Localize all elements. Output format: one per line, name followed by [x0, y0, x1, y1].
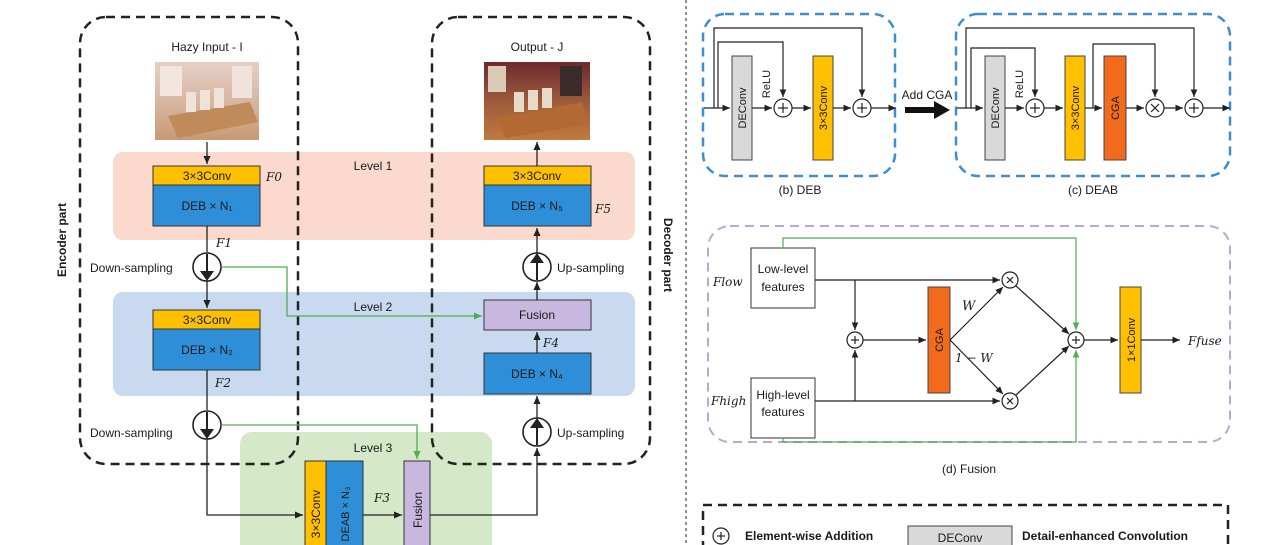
plus-icon	[1067, 331, 1085, 349]
deab-deconv-label: DEConv	[990, 87, 1002, 128]
f1-label: F1	[215, 236, 232, 250]
decoder-outline	[430, 15, 652, 466]
hazy-input-title: Hazy Input - I	[171, 40, 242, 54]
deab-cga-label: CGA	[1110, 95, 1122, 120]
skip-connections	[221, 266, 482, 459]
times-icon	[1145, 98, 1165, 118]
encoder-outline	[78, 15, 300, 466]
down-sampling-icon	[192, 410, 222, 440]
l3-fusion-label: Fusion	[411, 492, 425, 528]
up-sampling-label-1: Up-sampling	[557, 261, 624, 275]
deb-arrows	[704, 27, 896, 112]
times-icon	[1001, 392, 1019, 410]
enc1-conv-label: 3×3Conv	[183, 169, 231, 183]
down-sampling-label-1: Down-sampling	[90, 261, 173, 275]
l3-deab-block	[325, 460, 364, 545]
fusion-cga-label: CGA	[934, 327, 946, 352]
low-level-features-line2: features	[761, 280, 804, 294]
deab-caption: (c) DEAB	[1068, 183, 1118, 197]
l3-fusion-block	[403, 460, 431, 545]
deb-caption: (b) DEB	[779, 183, 822, 197]
dec2-deb-block	[483, 352, 592, 395]
dec2-fusion-block	[483, 299, 592, 331]
deab-arrows	[957, 27, 1230, 112]
level1-label: Level 1	[354, 159, 393, 173]
f2-label: F2	[214, 376, 231, 390]
w-label: W	[962, 299, 977, 314]
decoder-part-label: Decoder part	[661, 218, 675, 292]
legend-elem-add: Element-wise Addition	[745, 529, 873, 543]
f-high-label: Fhigh	[710, 394, 746, 408]
fusion-conv1x1-label: 1×1Conv	[1126, 317, 1138, 362]
up-sampling-label-2: Up-sampling	[557, 426, 624, 440]
output-image	[484, 62, 590, 140]
low-level-features-line1: Low-level	[758, 262, 809, 276]
output-title: Output - J	[511, 40, 564, 54]
deab-conv-label: 3×3Conv	[1070, 85, 1082, 130]
high-level-features-box	[750, 377, 816, 439]
deab-relu-label: ReLU	[1014, 70, 1026, 98]
encoder-part-label: Encoder part	[55, 203, 69, 277]
level2-label: Level 2	[354, 300, 393, 314]
plus-icon	[773, 98, 793, 118]
times-icon	[1001, 271, 1019, 289]
legend-deconv-desc: Detail-enhanced Convolution	[1022, 529, 1188, 543]
f0-label: F0	[265, 170, 282, 184]
f-low-label: Flow	[712, 275, 743, 289]
down-sampling-icon	[192, 252, 222, 282]
fusion-arrows	[815, 276, 1180, 405]
dec2-deb-label: DEB × N₄	[511, 367, 563, 381]
enc2-deb-label: DEB × N₂	[181, 343, 233, 357]
l3-conv-label: 3×3Conv	[309, 490, 323, 538]
one-minus-w-label: 1 − W	[955, 351, 994, 365]
legend-box	[701, 503, 1230, 545]
plus-icon	[852, 98, 872, 118]
fusion-caption: (d) Fusion	[942, 462, 996, 476]
enc2-conv-label: 3×3Conv	[183, 313, 231, 327]
deb-relu-label: ReLU	[761, 70, 773, 98]
fusion-green-skip	[782, 237, 1080, 443]
up-sampling-icon	[522, 252, 552, 282]
dec2-fusion-label: Fusion	[519, 308, 555, 322]
plus-icon	[846, 331, 864, 349]
deb-conv-label: 3×3Conv	[818, 85, 830, 130]
dec1-deb-label: DEB × N₅	[511, 199, 563, 213]
left-flow-arrows	[203, 142, 541, 519]
up-sampling-icon	[522, 417, 552, 447]
low-level-features-box	[750, 247, 816, 309]
deb-outline	[701, 12, 897, 178]
f4-label: F4	[542, 336, 559, 350]
f3-label: F3	[373, 491, 390, 505]
high-level-features-line2: features	[761, 405, 804, 419]
add-cga-label: Add CGA	[902, 88, 953, 102]
add-cga-arrow	[905, 101, 950, 119]
f5-label: F5	[594, 202, 611, 216]
enc1-deb-label: DEB × N₁	[181, 199, 232, 213]
hazy-input-image	[155, 62, 259, 140]
high-level-features-line1: High-level	[756, 388, 809, 402]
plus-icon	[712, 527, 730, 545]
l3-deab-label: DEAB × N₃	[340, 487, 352, 542]
deb-deconv-label: DEConv	[737, 87, 749, 128]
legend-deconv-label: DEConv	[938, 531, 983, 545]
plus-icon	[1184, 98, 1204, 118]
down-sampling-label-2: Down-sampling	[90, 426, 173, 440]
dec1-conv-label: 3×3Conv	[513, 169, 561, 183]
dec1-deb-block	[483, 184, 592, 227]
plus-icon	[1025, 98, 1045, 118]
f-fuse-label: Ffuse	[1187, 334, 1222, 348]
legend-deconv-swatch	[907, 525, 1013, 545]
deab-outline	[954, 12, 1232, 178]
level3-label: Level 3	[354, 441, 393, 455]
